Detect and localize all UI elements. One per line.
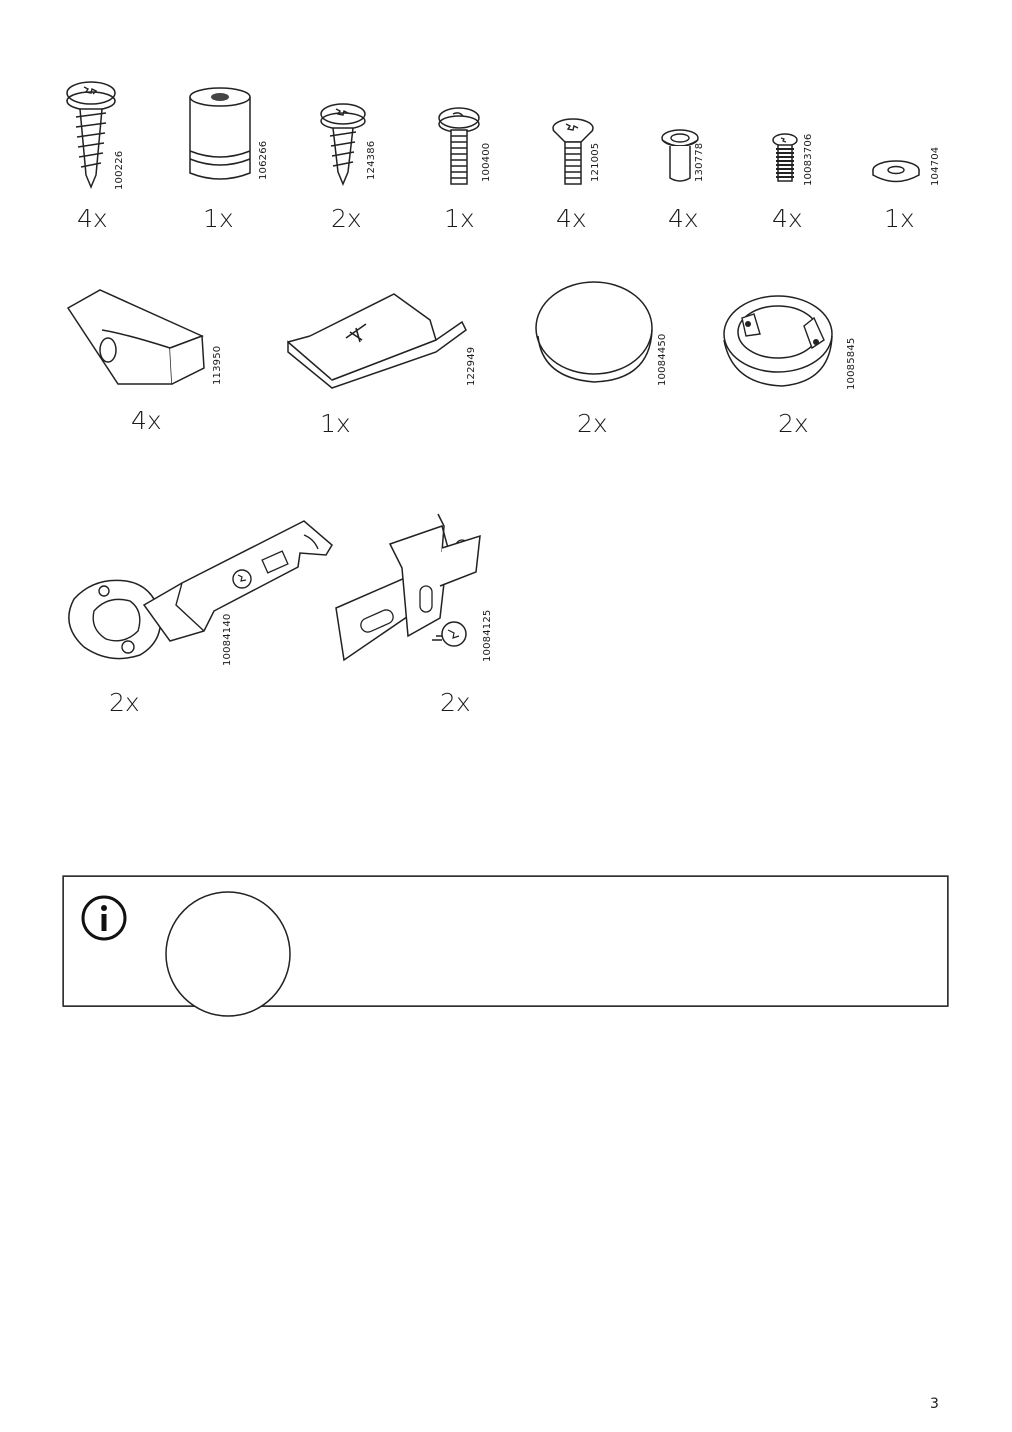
info-panel-svg — [62, 875, 949, 1007]
part-quantity: 4x — [131, 406, 162, 435]
part-quantity: 4x — [772, 204, 803, 233]
flanged-sleeve-icon — [661, 129, 699, 182]
info-panel-scenes — [63, 876, 948, 1007]
short-wood-screw-icon — [320, 103, 366, 186]
page-number: 3 — [930, 1396, 939, 1412]
part-code: 10084125 — [482, 609, 493, 663]
part-code: 10085845 — [846, 337, 857, 391]
part-quantity: 1x — [203, 204, 234, 233]
info-panel-frame-rect — [62, 875, 949, 1007]
machine-screw-icon — [438, 107, 480, 185]
part-code: 124386 — [366, 140, 377, 180]
metal-plate-a-icon — [287, 293, 467, 389]
countersunk-screw-icon — [552, 118, 594, 185]
cylinder-dowel-icon — [189, 87, 251, 180]
part-code: 10083706 — [803, 133, 814, 187]
part-code: 104704 — [930, 146, 941, 186]
part-quantity: 1x — [884, 204, 915, 233]
part-quantity: 4x — [77, 204, 108, 233]
part-code: 10084450 — [657, 333, 668, 387]
part-code: 10084140 — [222, 613, 233, 667]
washer-icon — [872, 160, 920, 183]
hinge-icon — [68, 520, 333, 660]
part-quantity: 4x — [668, 204, 699, 233]
part-code: 100226 — [114, 150, 125, 190]
part-code: 100400 — [481, 142, 492, 182]
part-quantity: 2x — [331, 204, 362, 233]
part-quantity: 2x — [109, 688, 140, 717]
part-code: 122949 — [466, 346, 477, 386]
part-quantity: 2x — [778, 409, 809, 438]
wall-bracket-icon — [66, 289, 205, 385]
info-panel-content — [63, 876, 948, 1007]
round-cap-icon — [535, 281, 653, 383]
info-icon — [81, 895, 127, 941]
part-code: 121005 — [590, 142, 601, 182]
round-holder-icon — [723, 295, 833, 387]
part-code: 130778 — [694, 142, 705, 182]
part-quantity: 2x — [577, 409, 608, 438]
part-quantity: 2x — [440, 688, 471, 717]
part-quantity: 1x — [320, 409, 351, 438]
small-screw-icon — [772, 133, 798, 182]
pan-head-wood-screw-icon — [66, 81, 116, 189]
mounting-plate-icon — [335, 513, 481, 662]
part-code: 113950 — [212, 345, 223, 385]
part-quantity: 4x — [556, 204, 587, 233]
part-quantity: 1x — [444, 204, 475, 233]
part-code: 106266 — [258, 140, 269, 180]
